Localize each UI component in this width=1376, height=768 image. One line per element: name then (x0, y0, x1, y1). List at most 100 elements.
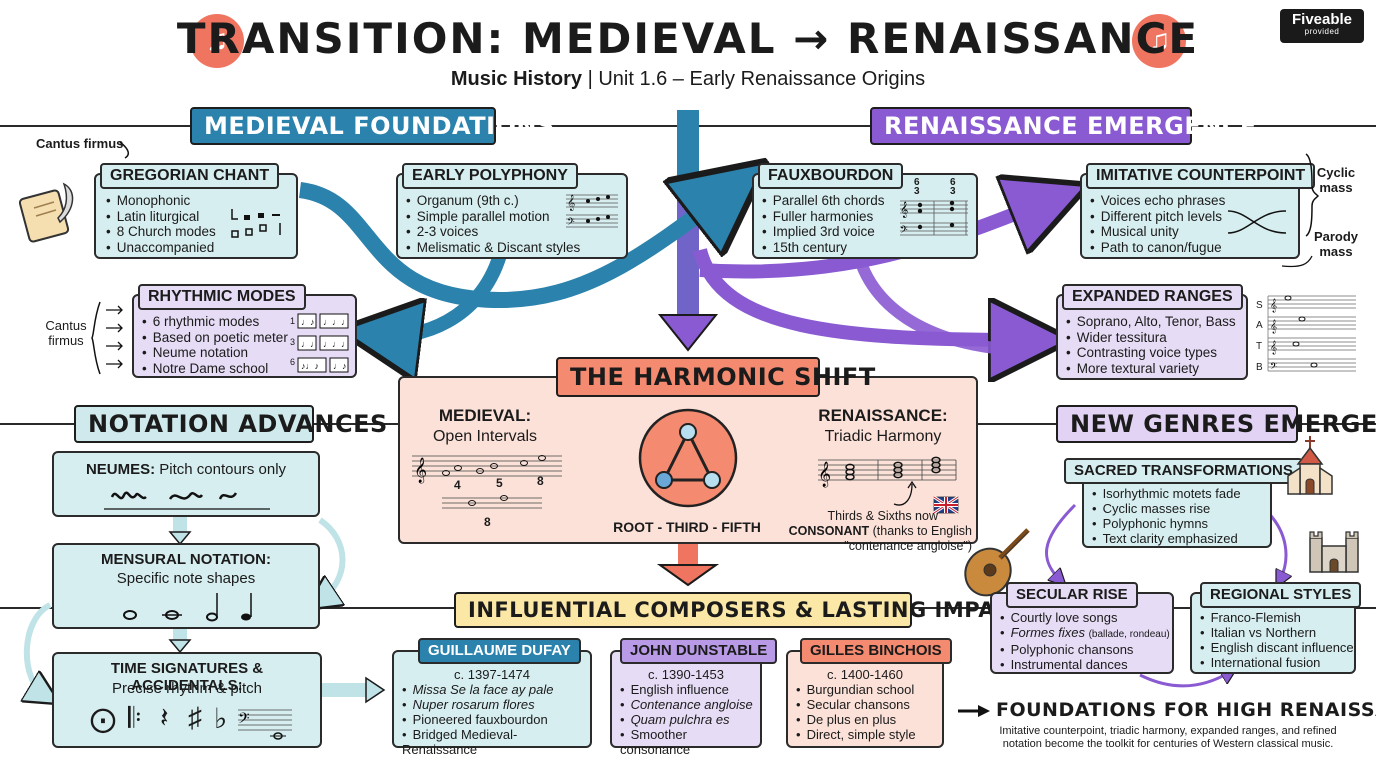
list-item: Monophonic (106, 193, 216, 209)
neumes-box: NEUMES: Pitch contours only (52, 451, 320, 517)
svg-text:𝄞: 𝄞 (414, 457, 427, 483)
list-item: Pioneered fauxbourdon (402, 712, 590, 727)
early-polyphony-list: Organum (9th c.) Simple parallel motion … (406, 193, 581, 256)
rest-symbol-icon: 𝄽 (160, 702, 169, 733)
list-item: Wider tessitura (1066, 330, 1236, 346)
satb-staff-icon: 𝄞 𝄞 𝄞 𝄢 (1267, 295, 1356, 374)
list-item: English discant influence (1200, 640, 1354, 655)
sacred-transformations-box: SACRED TRANSFORMATIONS Isorhythmic motet… (1064, 458, 1303, 548)
list-item: 2-3 voices (406, 224, 580, 240)
list-item: Musical unity (1090, 224, 1225, 240)
castle-icon (1309, 531, 1359, 573)
gregorian-chant-title: GREGORIAN CHANT (100, 163, 280, 189)
list-item: Simple parallel motion (406, 209, 580, 225)
fauxbourdon-staff-icon: 𝄞𝄢 (900, 200, 968, 238)
figured-bass-number: 6 (914, 177, 920, 188)
svg-text:𝄢: 𝄢 (238, 710, 250, 730)
list-item: Isorhythmic motets fade (1092, 486, 1241, 501)
triad-staff-icon: 𝄞 (818, 456, 957, 487)
rhythmic-modes-list: 6 rhythmic modes Based on poetic meter N… (142, 314, 288, 376)
mensural-sub: Specific note shapes (116, 570, 256, 587)
list-item: Fuller harmonies (762, 209, 885, 225)
svg-text:♩♩♩: ♩♩♩ (323, 317, 350, 327)
list-item: Notre Dame school (142, 361, 288, 377)
cyclic-mass-label: Cyclic mass (1312, 165, 1360, 195)
list-item: Formes fixes (ballade, rondeau) (1000, 625, 1170, 642)
neumes-heading: NEUMES: Pitch contours only (54, 461, 318, 478)
list-item: Parallel 6th chords (762, 193, 885, 209)
svg-text:♩♪: ♩♪ (301, 317, 315, 327)
lute-icon (964, 528, 1030, 597)
list-item: Organum (9th c.) (406, 193, 580, 209)
list-item: Missa Se la face ay pale (402, 682, 590, 697)
neume-contours-icon (104, 491, 270, 510)
note-line: "contenance angloise") (844, 539, 972, 553)
voice-label-tenor: T (1256, 341, 1263, 352)
time-signatures-box: TIME SIGNATURES & ACCIDENTALS: Precise r… (52, 652, 322, 748)
voice-label-soprano: S (1256, 300, 1263, 311)
secular-title: SECULAR RISE (1006, 582, 1138, 608)
time-signatures-sub: Precise rhythm & pitch (111, 680, 263, 697)
organum-staff-icon: 𝄞 𝄢 (566, 194, 618, 230)
svg-text:𝄞: 𝄞 (818, 461, 831, 487)
list-item: English influence (620, 682, 760, 697)
composer-card-dunstable: JOHN DUNSTABLE c. 1390-1453 English infl… (610, 638, 778, 757)
rhythmic-brace-arrows (91, 301, 123, 375)
mensural-title: MENSURAL NOTATION: (101, 551, 271, 568)
regional-title: REGIONAL STYLES (1200, 582, 1362, 608)
list-item: Contrasting voice types (1066, 345, 1236, 361)
composer-dates: c. 1397-1474 (454, 667, 530, 682)
section-notation-advances: NOTATION ADVANCES (74, 405, 387, 443)
footer-line: Imitative counterpoint, triadic harmony,… (999, 725, 1337, 737)
svg-text:𝄢: 𝄢 (900, 224, 908, 238)
neumes-rest: Pitch contours only (155, 461, 287, 478)
formes-fixes-text: Formes fixes (1010, 625, 1085, 640)
side-label-line: Cantus (45, 318, 87, 333)
list-item: 15th century (762, 240, 885, 256)
secular-rise-box: SECULAR RISE Courtly love songs Formes f… (990, 582, 1174, 674)
fauxbourdon-box: FAUXBOURDON Parallel 6th chords Fuller h… (752, 163, 978, 259)
list-item: Path to canon/fugue (1090, 240, 1225, 256)
composer-name: JOHN DUNSTABLE (620, 638, 778, 664)
list-item-text: Quam pulchra es (630, 712, 730, 727)
gregorian-chant-box: GREGORIAN CHANT Monophonic Latin liturgi… (94, 163, 298, 259)
subtitle-bold: Music History (450, 68, 583, 90)
list-item: International fusion (1200, 655, 1354, 670)
composer-list: Burgundian school Secular chansons De pl… (796, 682, 916, 742)
svg-text:𝄞: 𝄞 (567, 194, 575, 211)
imitative-counterpoint-title: IMITATIVE COUNTERPOINT (1086, 163, 1316, 189)
page-subtitle: Music History | Unit 1.6 – Early Renaiss… (0, 68, 1376, 91)
figured-bass-number: 3 (950, 186, 956, 197)
svg-text:𝄞: 𝄞 (1270, 319, 1277, 333)
composer-name: GUILLAUME DUFAY (418, 638, 581, 664)
expanded-ranges-list: Soprano, Alto, Tenor, Bass Wider tessitu… (1066, 314, 1236, 376)
section-composers: INFLUENTIAL COMPOSERS & LASTING IMPACT (454, 592, 1025, 628)
music-note-icon-right: ♫ (1132, 14, 1186, 68)
svg-text:𝄢: 𝄢 (1270, 362, 1277, 374)
label-line: Parody (1313, 229, 1359, 244)
music-note-icon-left: ♫ (190, 14, 244, 68)
svg-text:𝄞: 𝄞 (1270, 340, 1277, 354)
mensural-notes-icon (123, 593, 252, 622)
renaissance-label: RENAISSANCE: (818, 406, 948, 425)
list-item: Polyphonic chansons (1000, 642, 1170, 657)
composer-list: Missa Se la face ay pale Nuper rosarum f… (402, 682, 590, 757)
voice-label-bass: B (1256, 362, 1263, 373)
svg-text:𝄞: 𝄞 (1270, 298, 1277, 312)
sacred-list: Isorhythmic motets fade Cyclic masses ri… (1092, 486, 1241, 546)
list-item: Polyphonic hymns (1092, 516, 1241, 531)
list-item-text: Missa Se la face ay pale (412, 682, 554, 697)
note-line: Thirds & Sixths now (827, 509, 938, 523)
rhythmic-modes-title: RHYTHMIC MODES (138, 284, 306, 310)
triad-circle-icon (638, 408, 738, 508)
svg-text:♩♪: ♩♪ (333, 361, 347, 371)
list-item: Implied 3rd voice (762, 224, 885, 240)
mode-number: 3 (290, 337, 296, 347)
note-line: CONSONANT (thanks to English (782, 524, 972, 539)
fauxbourdon-list: Parallel 6th chords Fuller harmonies Imp… (762, 193, 885, 255)
logo-main: Fiveable (1291, 11, 1353, 28)
repeat-sign-icon: 𝄆 (128, 702, 142, 733)
footer-title: FOUNDATIONS FOR HIGH RENAISSANCE (996, 699, 1376, 721)
list-item: Melismatic & Discant styles (406, 240, 581, 256)
